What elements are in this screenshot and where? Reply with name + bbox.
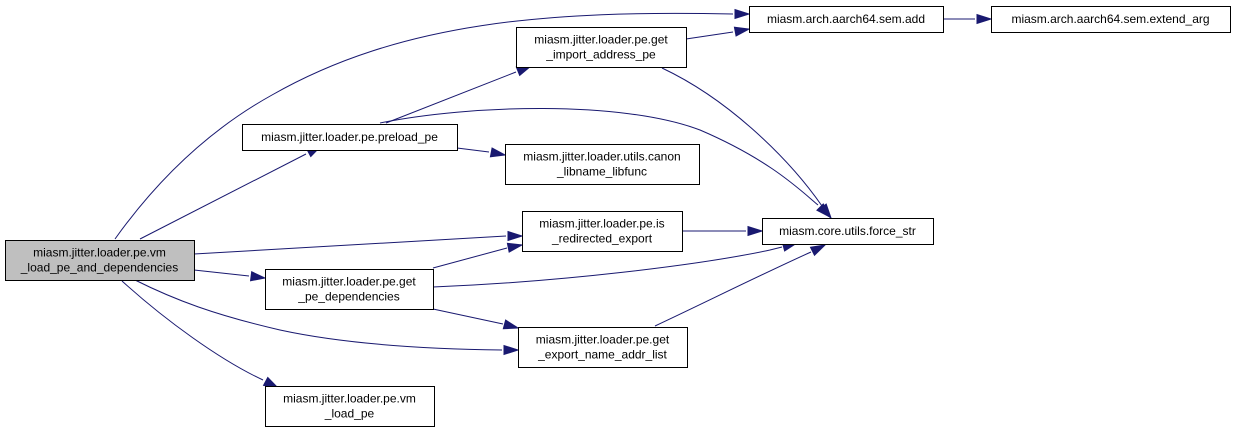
node-box bbox=[5, 240, 195, 281]
edge-line bbox=[661, 67, 823, 207]
node-extend-arg[interactable]: miasm.arch.aarch64.sem.extend_arg bbox=[991, 6, 1231, 33]
arrowhead bbox=[809, 244, 827, 257]
edge-line bbox=[654, 251, 812, 327]
arrowhead bbox=[507, 230, 524, 242]
edge-line bbox=[114, 12, 734, 240]
edge-line bbox=[385, 71, 517, 124]
edge-line bbox=[685, 31, 734, 40]
node-box bbox=[505, 144, 700, 185]
node-force-str[interactable]: miasm.core.utils.force_str bbox=[762, 218, 934, 245]
arrowhead bbox=[733, 26, 751, 37]
node-label-line: miasm.jitter.loader.utils.canon bbox=[523, 150, 680, 164]
node-label-line: _redirected_export bbox=[551, 232, 653, 246]
node-get-pe-dependencies[interactable]: miasm.jitter.loader.pe.get_pe_dependenci… bbox=[265, 269, 434, 310]
node-box bbox=[991, 6, 1231, 33]
arrowhead bbox=[734, 8, 751, 20]
node-box bbox=[522, 211, 683, 252]
arrowhead bbox=[747, 225, 764, 237]
node-label-line: miasm.jitter.loader.pe.get bbox=[534, 33, 668, 47]
node-label-line: miasm.jitter.loader.pe.preload_pe bbox=[261, 130, 438, 144]
edge-line bbox=[139, 153, 307, 240]
arrowhead bbox=[818, 203, 832, 220]
edge-vm_load_pe_and_dependencies-to-get_pe_dependencies bbox=[193, 269, 267, 282]
node-box bbox=[242, 124, 458, 151]
edge-vm_load_pe_and_dependencies-to-preload_pe bbox=[139, 145, 323, 240]
node-label-line: miasm.arch.aarch64.sem.add bbox=[767, 12, 925, 26]
node-label-line: miasm.jitter.loader.pe.get bbox=[536, 333, 670, 347]
node-box bbox=[749, 6, 944, 33]
edge-line bbox=[193, 269, 250, 277]
edge-line bbox=[456, 147, 490, 153]
node-box bbox=[265, 386, 435, 427]
edge-line bbox=[121, 280, 264, 381]
node-label-line: _load_pe_and_dependencies bbox=[20, 261, 178, 275]
node-vm-load-pe-and-dependencies[interactable]: miasm.jitter.loader.pe.vm_load_pe_and_de… bbox=[5, 240, 195, 281]
edge-line bbox=[432, 308, 504, 325]
edge-line bbox=[432, 246, 783, 288]
node-box bbox=[516, 27, 687, 68]
edge-get_import_address_pe-to-aarch64_sem_add bbox=[685, 26, 751, 40]
node-label-line: miasm.arch.aarch64.sem.extend_arg bbox=[1011, 12, 1209, 26]
node-label-line: _pe_dependencies bbox=[297, 290, 399, 304]
edge-get_export_name_addr_list-to-force_str bbox=[654, 244, 827, 327]
arrowhead bbox=[502, 319, 520, 330]
edge-line bbox=[193, 235, 507, 255]
node-label-line: miasm.core.utils.force_str bbox=[779, 224, 916, 238]
node-label-line: _export_name_addr_list bbox=[537, 348, 667, 362]
edge-get_pe_dependencies-to-get_export_name_addr_list bbox=[432, 308, 520, 330]
node-label-line: _load_pe bbox=[324, 407, 375, 421]
edge-line bbox=[379, 108, 819, 206]
edge-preload_pe-to-get_import_address_pe bbox=[385, 65, 533, 124]
arrowhead bbox=[506, 242, 524, 253]
arrowhead bbox=[503, 344, 520, 356]
edge-get_import_address_pe-to-force_str bbox=[661, 67, 832, 220]
node-canon-libname-libfunc[interactable]: miasm.jitter.loader.utils.canon_libname_… bbox=[505, 144, 700, 185]
nodes-layer: miasm.jitter.loader.pe.vm_load_pe_and_de… bbox=[5, 6, 1231, 427]
node-get-export-name-addr-list[interactable]: miasm.jitter.loader.pe.get_export_name_a… bbox=[518, 327, 688, 368]
edge-get_pe_dependencies-to-is_redirected_export bbox=[432, 242, 524, 269]
arrowhead bbox=[489, 147, 507, 158]
node-box bbox=[265, 269, 434, 310]
node-box bbox=[762, 218, 934, 245]
edge-aarch64_sem_add-to-extend_arg bbox=[943, 13, 993, 25]
node-get-import-address-pe[interactable]: miasm.jitter.loader.pe.get_import_addres… bbox=[516, 27, 687, 68]
edge-line bbox=[432, 247, 508, 269]
edge-vm_load_pe_and_dependencies-to-vm_load_pe bbox=[121, 280, 280, 389]
node-vm-load-pe[interactable]: miasm.jitter.loader.pe.vm_load_pe bbox=[265, 386, 435, 427]
node-label-line: miasm.jitter.loader.pe.is bbox=[539, 217, 664, 231]
edge-vm_load_pe_and_dependencies-to-get_export_name_addr_list bbox=[134, 279, 520, 356]
node-aarch64-sem-add[interactable]: miasm.arch.aarch64.sem.add bbox=[749, 6, 944, 33]
edge-is_redirected_export-to-force_str bbox=[682, 225, 764, 237]
edge-vm_load_pe_and_dependencies-to-is_redirected_export bbox=[193, 230, 524, 255]
node-preload-pe[interactable]: miasm.jitter.loader.pe.preload_pe bbox=[242, 124, 458, 151]
edge-line bbox=[134, 279, 503, 351]
edge-preload_pe-to-canon_libname_libfunc bbox=[456, 147, 507, 158]
edges-layer bbox=[114, 8, 993, 389]
edge-vm_load_pe_and_dependencies-to-aarch64_sem_add bbox=[114, 8, 751, 240]
node-label-line: miasm.jitter.loader.pe.vm bbox=[33, 246, 166, 260]
arrowhead bbox=[976, 13, 993, 25]
node-label-line: _import_address_pe bbox=[545, 48, 656, 62]
node-box bbox=[518, 327, 688, 368]
node-label-line: miasm.jitter.loader.pe.vm bbox=[283, 392, 416, 406]
node-label-line: _libname_libfunc bbox=[556, 165, 647, 179]
arrowhead bbox=[249, 271, 267, 282]
node-label-line: miasm.jitter.loader.pe.get bbox=[282, 275, 416, 289]
node-is-redirected-export[interactable]: miasm.jitter.loader.pe.is_redirected_exp… bbox=[522, 211, 683, 252]
